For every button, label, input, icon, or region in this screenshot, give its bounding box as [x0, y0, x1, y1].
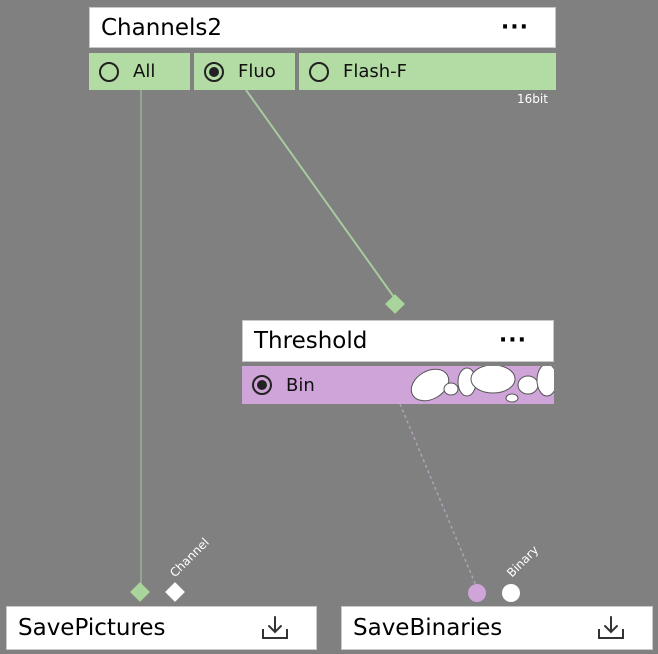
- savepictures-input-slot-connected[interactable]: [130, 582, 150, 602]
- savebinaries-node[interactable]: SaveBinaries: [341, 606, 653, 650]
- wire-bin-to-savebinaries: [399, 403, 478, 589]
- radio-icon[interactable]: [99, 61, 119, 82]
- channels2-title: Channels2: [101, 14, 223, 41]
- download-icon[interactable]: [596, 614, 626, 642]
- port-fluo-label: Fluo: [238, 61, 276, 82]
- channels2-header[interactable]: Channels2 ···: [90, 8, 555, 47]
- threshold-input-slot-connected[interactable]: [385, 294, 405, 314]
- threshold-header[interactable]: Threshold ···: [243, 321, 553, 361]
- savebinaries-input-slot-connected[interactable]: [468, 584, 486, 602]
- wire-fluo-to-threshold: [245, 89, 397, 301]
- download-icon[interactable]: [260, 614, 290, 642]
- savepictures-title: SavePictures: [18, 615, 166, 641]
- threshold-port-row: Bin: [242, 366, 554, 404]
- savebinaries-title: SaveBinaries: [353, 615, 503, 641]
- port-flash-f-label: Flash-F: [343, 61, 408, 82]
- threshold-node[interactable]: Threshold ···: [242, 320, 554, 362]
- binary-preview-thumbnail: [410, 366, 554, 403]
- port-fluo[interactable]: Fluo: [194, 53, 295, 90]
- savepictures-channel-slot[interactable]: [165, 582, 185, 602]
- port-flash-f[interactable]: Flash-F: [299, 53, 556, 90]
- port-all-label: All: [133, 61, 156, 82]
- radio-icon[interactable]: [309, 61, 329, 82]
- channels2-menu-button[interactable]: ···: [500, 14, 529, 40]
- radio-checked-icon[interactable]: [252, 375, 272, 395]
- savebinaries-header[interactable]: SaveBinaries: [342, 607, 652, 649]
- port-bin[interactable]: Bin: [242, 366, 402, 404]
- channels2-node[interactable]: Channels2 ···: [89, 7, 556, 48]
- bit-depth-label: 16bit: [517, 92, 548, 106]
- savebinaries-binary-slot[interactable]: [502, 584, 520, 602]
- threshold-menu-button[interactable]: ···: [498, 328, 527, 353]
- radio-checked-icon[interactable]: [204, 61, 224, 82]
- port-bin-label: Bin: [286, 374, 315, 396]
- savepictures-header[interactable]: SavePictures: [7, 607, 316, 649]
- threshold-title: Threshold: [254, 328, 368, 354]
- port-all[interactable]: All: [89, 53, 190, 90]
- savepictures-node[interactable]: SavePictures: [6, 606, 317, 650]
- channels2-port-row: All Fluo Flash-F: [89, 53, 556, 90]
